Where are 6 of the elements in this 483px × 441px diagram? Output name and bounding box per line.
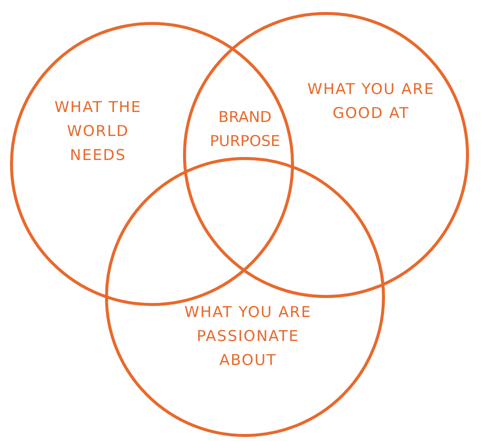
circle-label: WHAT YOU ARE PASSIONATE ABOUT [183,302,313,371]
venn-circle [10,22,294,306]
center-label: BRAND PURPOSE [208,107,282,152]
venn-circle [183,12,469,298]
circle-label: WHAT YOU ARE GOOD AT [306,79,436,124]
circle-label: WHAT THE WORLD NEEDS [53,97,143,166]
